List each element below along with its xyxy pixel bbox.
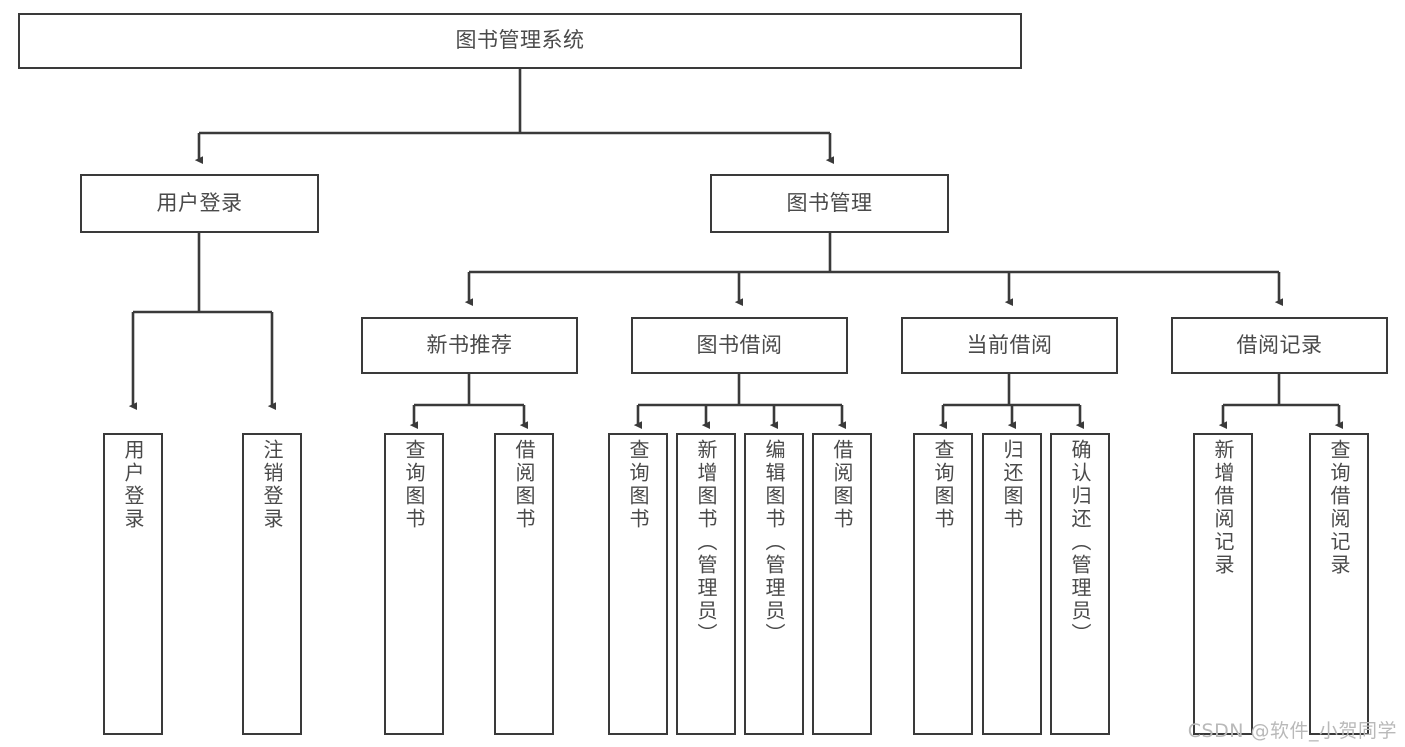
node-book-borrow-label: 图书借阅 [696,332,783,357]
node-leaf-query-book-1[interactable]: 查询图书 [384,433,444,735]
node-leaf-borrow-book-1[interactable]: 借阅图书 [494,433,554,735]
node-leaf-query-record-label: 查询借阅记录 [1327,439,1351,577]
node-leaf-add-book-label: 新增图书（管理员） [694,439,718,646]
node-leaf-return-book-label: 归还图书 [1000,439,1024,531]
node-book-borrow[interactable]: 图书借阅 [631,317,848,374]
node-leaf-confirm-return-label: 确认归还（管理员） [1068,439,1092,646]
node-book-manage-label: 图书管理 [786,190,873,215]
node-leaf-add-book[interactable]: 新增图书（管理员） [676,433,736,735]
node-leaf-query-record[interactable]: 查询借阅记录 [1309,433,1369,735]
node-leaf-edit-book-label: 编辑图书（管理员） [762,439,786,646]
node-leaf-add-record-label: 新增借阅记录 [1211,439,1235,577]
node-leaf-add-record[interactable]: 新增借阅记录 [1193,433,1253,735]
node-book-manage[interactable]: 图书管理 [710,174,949,233]
node-leaf-query-book-2-label: 查询图书 [626,439,650,531]
node-user-login-label: 用户登录 [156,190,243,215]
node-leaf-logout[interactable]: 注销登录 [242,433,302,735]
node-leaf-query-book-3-label: 查询图书 [931,439,955,531]
node-root-label: 图书管理系统 [455,28,585,53]
node-leaf-edit-book[interactable]: 编辑图书（管理员） [744,433,804,735]
node-leaf-borrow-book-1-label: 借阅图书 [512,439,536,531]
node-new-book-recommend[interactable]: 新书推荐 [361,317,578,374]
node-leaf-borrow-book-2[interactable]: 借阅图书 [812,433,872,735]
node-new-book-recommend-label: 新书推荐 [426,332,513,357]
node-leaf-logout-label: 注销登录 [260,439,284,531]
node-leaf-user-login[interactable]: 用户登录 [103,433,163,735]
node-root[interactable]: 图书管理系统 [18,13,1022,69]
node-leaf-borrow-book-2-label: 借阅图书 [830,439,854,531]
node-leaf-query-book-2[interactable]: 查询图书 [608,433,668,735]
node-current-borrow-label: 当前借阅 [966,332,1053,357]
node-leaf-user-login-label: 用户登录 [121,439,145,531]
node-borrow-record[interactable]: 借阅记录 [1171,317,1388,374]
node-leaf-query-book-1-label: 查询图书 [402,439,426,531]
node-leaf-return-book[interactable]: 归还图书 [982,433,1042,735]
node-user-login[interactable]: 用户登录 [80,174,319,233]
node-leaf-confirm-return[interactable]: 确认归还（管理员） [1050,433,1110,735]
node-borrow-record-label: 借阅记录 [1236,332,1323,357]
csdn-watermark: CSDN @软件_小贺同学 [1187,720,1397,742]
node-current-borrow[interactable]: 当前借阅 [901,317,1118,374]
node-leaf-query-book-3[interactable]: 查询图书 [913,433,973,735]
